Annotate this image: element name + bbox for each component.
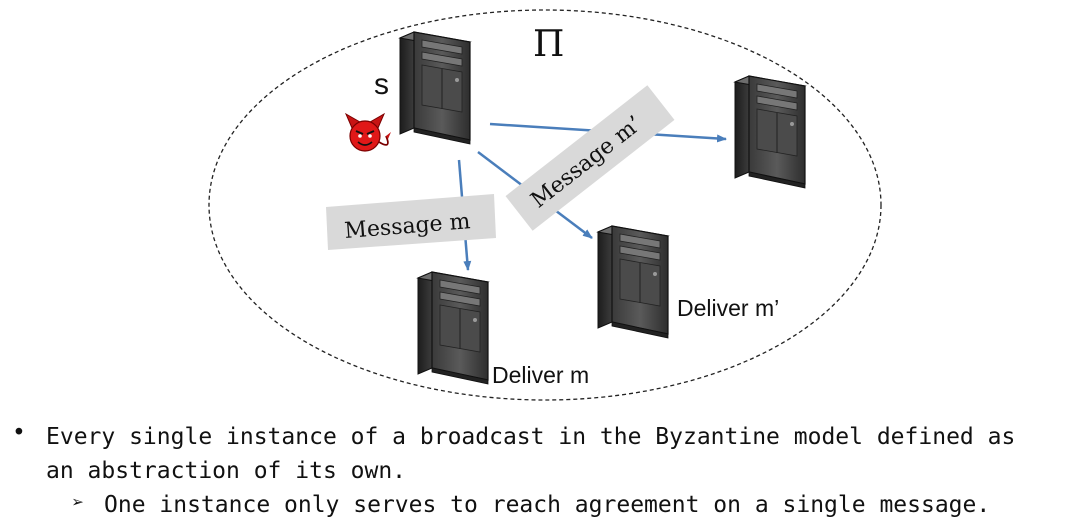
bullet-item-1-line-2: an abstraction of its own.	[46, 458, 407, 484]
message-m-prime-label-box: Message m’	[505, 85, 675, 231]
bullet-marker: •	[12, 420, 26, 446]
process-set-label: Π	[533, 24, 564, 65]
deliver-m-label: Deliver m	[492, 362, 589, 388]
sender-server-icon	[399, 31, 471, 145]
sub-bullet-arrow-icon: ➢	[72, 490, 85, 514]
receiver-server-right-icon	[734, 75, 806, 189]
bullet-item-1: Every single instance of a broadcast in …	[46, 420, 1066, 488]
deliver-m-prime-label: Deliver m’	[677, 295, 779, 321]
sender-label: s	[374, 68, 389, 101]
process-set-boundary	[208, 9, 882, 401]
message-m-label-box: Message m	[326, 194, 496, 250]
receiver-server-bottom-icon	[417, 271, 489, 385]
devil-icon	[344, 112, 391, 152]
bullet-item-1-line-1: Every single instance of a broadcast in …	[46, 424, 1016, 450]
receiver-server-middle-icon	[597, 225, 669, 339]
sub-bullet-item: One instance only serves to reach agreem…	[104, 492, 991, 518]
